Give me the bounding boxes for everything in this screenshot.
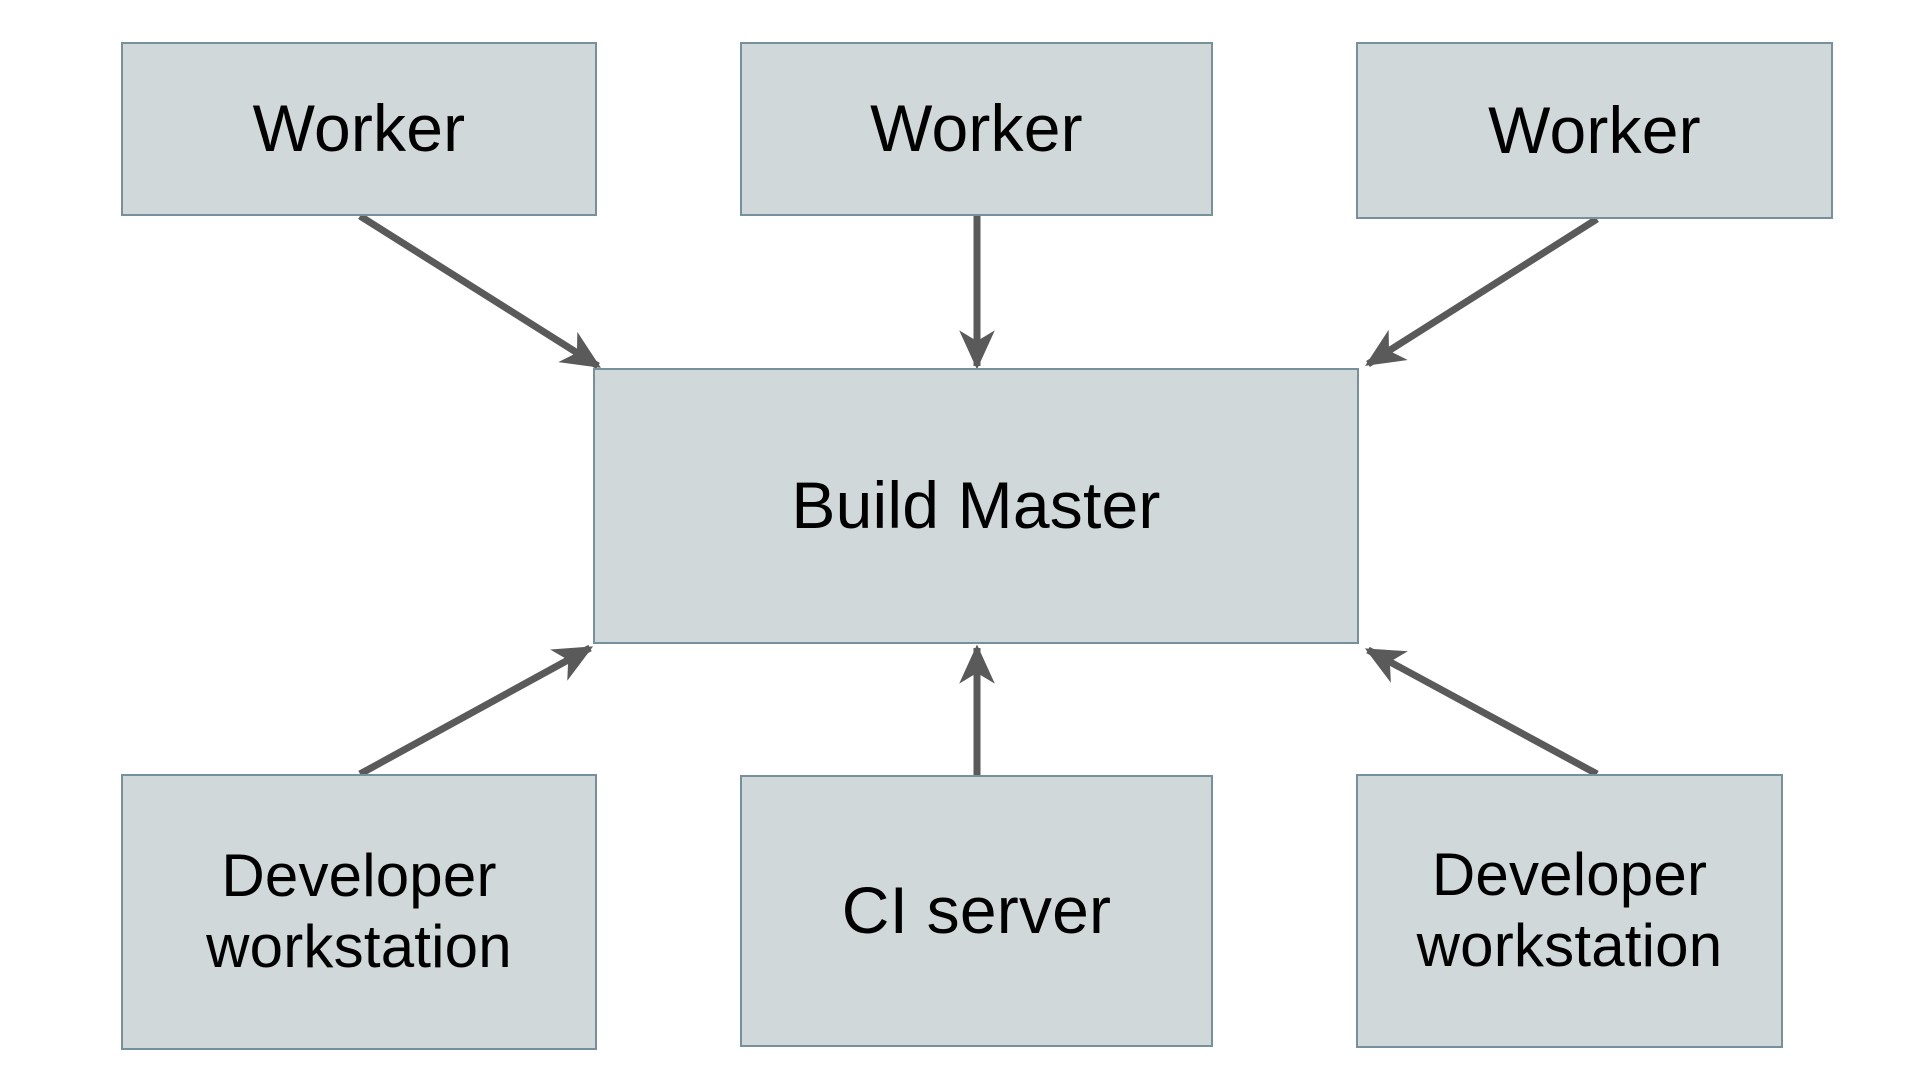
node-developer-workstation-right[interactable]: Developer workstation bbox=[1356, 774, 1783, 1048]
node-label: Developer workstation bbox=[206, 842, 512, 980]
node-label: Worker bbox=[1488, 92, 1701, 167]
node-label: Build Master bbox=[791, 468, 1161, 543]
edge-worker-right-to-build-master bbox=[1365, 216, 1599, 367]
edge-dev-right-to-build-master bbox=[1364, 646, 1599, 778]
node-worker-left[interactable]: Worker bbox=[121, 42, 597, 216]
node-label: CI server bbox=[841, 873, 1112, 948]
node-developer-workstation-left[interactable]: Developer workstation bbox=[121, 774, 597, 1050]
node-label: Worker bbox=[252, 91, 466, 166]
node-label: Worker bbox=[870, 91, 1083, 166]
node-label: Developer workstation bbox=[1416, 841, 1723, 979]
node-worker-center[interactable]: Worker bbox=[740, 42, 1213, 216]
node-ci-server[interactable]: CI server bbox=[740, 775, 1213, 1047]
node-build-master[interactable]: Build Master bbox=[593, 368, 1359, 644]
node-worker-right[interactable]: Worker bbox=[1356, 42, 1833, 219]
edge-dev-left-to-build-master bbox=[358, 644, 594, 778]
edge-worker-left-to-build-master bbox=[358, 213, 601, 369]
